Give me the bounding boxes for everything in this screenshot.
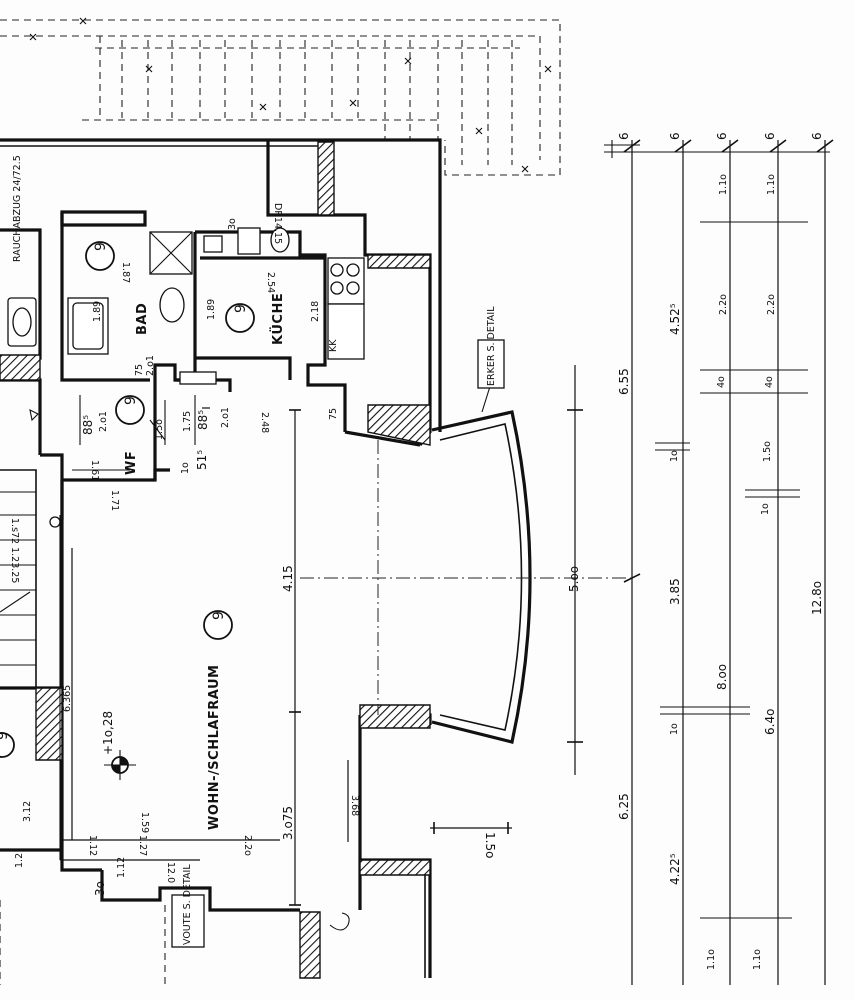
- rauchabzug-note: RAUCHABZUG 24/72.5: [12, 155, 23, 262]
- dim-small-6: 12.0: [165, 862, 176, 883]
- dim-living-h: 4.15: [281, 565, 295, 592]
- hatched-walls: [0, 141, 431, 979]
- dim-door-3: 51⁵: [195, 450, 209, 470]
- room-label-kitchen: KÜCHE: [270, 293, 286, 345]
- erker-note: ERKER S. DETAIL: [486, 306, 497, 386]
- dim-wc-w2: 1.61: [89, 460, 100, 481]
- dim-wc-h2: 1.75: [182, 411, 193, 432]
- chain3-label-0: 6: [715, 132, 729, 140]
- chain2-label-6: 1.1o: [706, 949, 717, 970]
- dim-living-h2: 3.o75: [281, 806, 295, 840]
- dim-living-w: 6.365: [62, 685, 73, 712]
- voute-note: VOUTE S. DETAIL: [182, 864, 193, 945]
- chain4-label-4: 1o: [760, 503, 771, 515]
- chain5-label-0: 6: [810, 132, 824, 140]
- dim-kitchen-h: 1.89: [206, 299, 217, 320]
- room-dimension-labels: 2.54 1.89 2.18 1.89 1.87 1.71 1.61 1.5o …: [9, 218, 581, 896]
- chain2-label-3: 3.85: [668, 578, 682, 605]
- annotation-notes: ERKER S. DETAIL VOUTE S. DETAIL RAUCHABZ…: [12, 155, 505, 948]
- chain2-label-4: 1o: [669, 723, 680, 735]
- dim-bottom-4: 2.2o: [242, 835, 253, 856]
- dim-left-2: 1.s72 1.23.25: [9, 518, 20, 583]
- room-labels: BAD KÜCHE WF WOHN-/SCHLAFRAUM: [124, 293, 286, 830]
- dim-wc-w: 1.71: [109, 490, 120, 511]
- interior-dimensions: [60, 365, 583, 906]
- elevation-label: +1o,28: [101, 711, 115, 755]
- chain-labels: 6 6.55 6.25 6 4.52⁵ 1o 3.85 1o 4.22⁵ 1.1…: [617, 132, 824, 970]
- dim-erker-d: 1.5o: [483, 832, 497, 858]
- chain1-label-1: 6.55: [617, 368, 631, 395]
- chain2-label-0: 6: [668, 132, 682, 140]
- chain3-label-5: 8.oo: [715, 664, 729, 690]
- kk-note: KK: [328, 339, 339, 352]
- room-number-kitchen: 9: [233, 304, 249, 313]
- bottom-fragments: [0, 900, 350, 985]
- dim-kitchen-w: 2.54: [265, 272, 276, 293]
- chain2-label-2: 1o: [669, 450, 680, 462]
- dim-bottom-3: 1.59: [139, 812, 150, 833]
- elevation-marker: [104, 750, 136, 780]
- chain4-label-3: 4o: [764, 376, 775, 388]
- chain4-label-0: 6: [763, 132, 777, 140]
- dim-bottom-1: 1.12: [87, 835, 98, 856]
- doors: [59, 395, 196, 860]
- chain4-label-2: 2.2o: [766, 294, 777, 315]
- dim-small-4: 3o: [93, 881, 107, 896]
- room-label-wc: WF: [124, 451, 139, 475]
- dim-bath-h: 1.89: [92, 301, 103, 322]
- dim-erker-w: 5.oo: [567, 566, 581, 592]
- room-number-living: 9: [211, 611, 227, 620]
- room-numbers: 9 9 9 9 9: [0, 241, 255, 740]
- dim-left-1: 3.12: [22, 801, 33, 822]
- dim-wc-h: 1.5o: [154, 419, 165, 440]
- dim-small-5: 1.12: [116, 857, 127, 878]
- chain3-label-2: 2.2o: [718, 294, 729, 315]
- dim-living-w3: 2.48: [259, 412, 270, 433]
- dim-bath-w: 1.87: [120, 262, 131, 283]
- room-label-bath: BAD: [135, 303, 150, 335]
- room-number-wc: 9: [123, 396, 139, 405]
- dim-door-2b: 2.o1: [220, 407, 231, 428]
- room-label-living: WOHN-/SCHLAFRAUM: [207, 665, 222, 830]
- dim-bottom-2: 1.27: [137, 835, 148, 856]
- fixtures: [7, 227, 365, 528]
- chain3-label-3: 4o: [716, 376, 727, 388]
- dim-small-2: 3o: [227, 218, 238, 230]
- dim-door-4b: 2.o1: [145, 355, 156, 376]
- chain1-label-2: 6.25: [617, 793, 631, 820]
- chain1-label-0: 6: [617, 132, 631, 140]
- dim-door-1: 88⁵: [81, 415, 95, 435]
- dim-door-2: 88⁵: [196, 410, 210, 430]
- chain4-label-1: 1.1o: [766, 174, 777, 195]
- staircase: [0, 469, 37, 758]
- roof-dashed-area: [0, 17, 561, 176]
- dim-kitchen-h2: 2.18: [310, 301, 321, 322]
- chain4-label-5: 6.4o: [763, 709, 777, 735]
- dim-living-w2: 3.68: [349, 795, 360, 816]
- dim-small-3: 1.2: [14, 853, 25, 868]
- dim-small-7: 75: [328, 408, 339, 420]
- chain2-label-5: 4.22⁵: [668, 853, 682, 885]
- chain3-label-1: 1.1o: [718, 174, 729, 195]
- chain5-label-1: 12.8o: [810, 581, 824, 615]
- room-number-left: 9: [0, 731, 11, 740]
- dr-note: DR14.15: [272, 203, 283, 244]
- dimension-chains: [604, 139, 834, 985]
- dim-door-1b: 2.o1: [98, 411, 109, 432]
- chain3-label-6: 1.1o: [752, 949, 763, 970]
- chain2-label-1: 4.52⁵: [668, 303, 682, 335]
- chain3-label-4: 1.5o: [762, 441, 773, 462]
- room-number-bath: 9: [93, 242, 109, 251]
- dim-small-1: 1o: [180, 462, 191, 474]
- dim-door-4: 75: [134, 364, 145, 376]
